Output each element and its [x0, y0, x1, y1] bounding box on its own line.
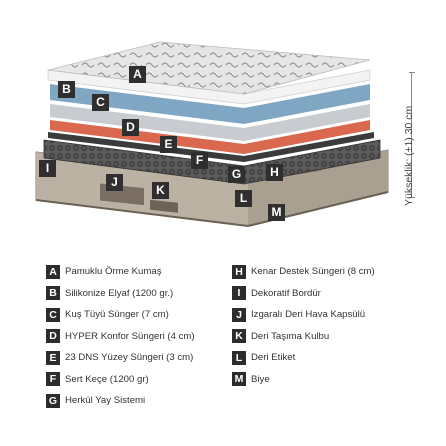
legend-item: H Kenar Destek Süngeri (8 cm) [232, 263, 375, 281]
legend-text: Dekoratif Bordür [251, 287, 321, 299]
legend-text: Izgaralı Deri Hava Kapsülü [251, 309, 366, 321]
callout-h: H [266, 164, 283, 181]
legend-text: Deri Taşıma Kulbu [251, 330, 330, 342]
height-dimension-line [409, 72, 415, 198]
callout-a: A [129, 66, 146, 83]
surface-foam-layer [50, 120, 370, 154]
hyper-foam-layer [50, 104, 370, 141]
legend-text: Deri Etiket [251, 352, 296, 364]
legend-item: F Sert Keçe (1200 gr) [46, 371, 195, 389]
legend-text: Pamuklu Örme Kumaş [65, 266, 162, 278]
legend-letter: E [46, 350, 60, 365]
callout-g: G [228, 166, 245, 183]
legend-text: Herkül Yay Sistemi [65, 395, 146, 407]
legend-text: Silikonize Elyaf (1200 gr.) [65, 287, 174, 299]
quilted-top [47, 41, 371, 95]
legend-text: 23 DNS Yüzey Süngeri (3 cm) [65, 352, 194, 364]
mattress-illustration: A B C D E F G H I J K L M [35, 41, 389, 227]
legend-text: Sert Keçe (1200 gr) [65, 373, 149, 385]
mattress-layers-svg [35, 41, 389, 227]
legend-letter: M [232, 372, 246, 387]
callout-i: I [39, 160, 56, 177]
legend-item: C Kuş Tüyü Sünger (7 cm) [46, 306, 195, 324]
legend-text: HYPER Konfor Süngeri (4 cm) [65, 330, 195, 342]
legend-item: J Izgaralı Deri Hava Kapsülü [232, 306, 375, 324]
legend-letter: J [232, 307, 246, 322]
carry-handle [150, 199, 178, 213]
legend-item: K Deri Taşıma Kulbu [232, 328, 375, 346]
legend-text: Biye [251, 373, 270, 385]
legend-letter: B [46, 286, 60, 301]
felt-layer [48, 132, 374, 162]
callout-l: L [235, 190, 252, 207]
callout-j: J [106, 174, 123, 191]
height-label: Yükseklik: (±1) 30 cm [403, 105, 415, 206]
legend-item: G Herkül Yay Sistemi [46, 392, 195, 410]
legend-letter: G [46, 393, 60, 408]
legend-left: A Pamuklu Örme Kumaş B Silikonize Elyaf (1… [46, 263, 195, 414]
legend-letter: H [232, 264, 246, 279]
legend-text: Kenar Destek Süngeri (8 cm) [251, 266, 375, 278]
callout-f: F [191, 152, 208, 169]
callout-d: D [122, 119, 139, 136]
feather-foam-layer [50, 84, 370, 124]
legend-item: M Biye [232, 371, 375, 389]
legend-letter: L [232, 350, 246, 365]
legend-item: E 23 DNS Yüzey Süngeri (3 cm) [46, 349, 195, 367]
legend-letter: C [46, 307, 60, 322]
callout-e: E [160, 136, 177, 153]
legend-letter: F [46, 372, 60, 387]
legend-right: H Kenar Destek Süngeri (8 cm) I Dekoratif … [232, 263, 375, 392]
legend-letter: K [232, 329, 246, 344]
legend-item: L Deri Etiket [232, 349, 375, 367]
legend-item: A Pamuklu Örme Kumaş [46, 263, 195, 281]
callout-k: K [152, 182, 169, 199]
callout-b: B [58, 81, 75, 98]
legend-letter: D [46, 329, 60, 344]
legend-letter: I [232, 286, 246, 301]
legend-item: D HYPER Konfor Süngeri (4 cm) [46, 328, 195, 346]
legend-item: I Dekoratif Bordür [232, 285, 375, 303]
callout-m: M [268, 204, 285, 221]
legend-text: Kuş Tüyü Sünger (7 cm) [65, 309, 169, 321]
legend-letter: A [46, 264, 60, 279]
legend-item: B Silikonize Elyaf (1200 gr.) [46, 285, 195, 303]
callout-c: C [92, 94, 109, 111]
